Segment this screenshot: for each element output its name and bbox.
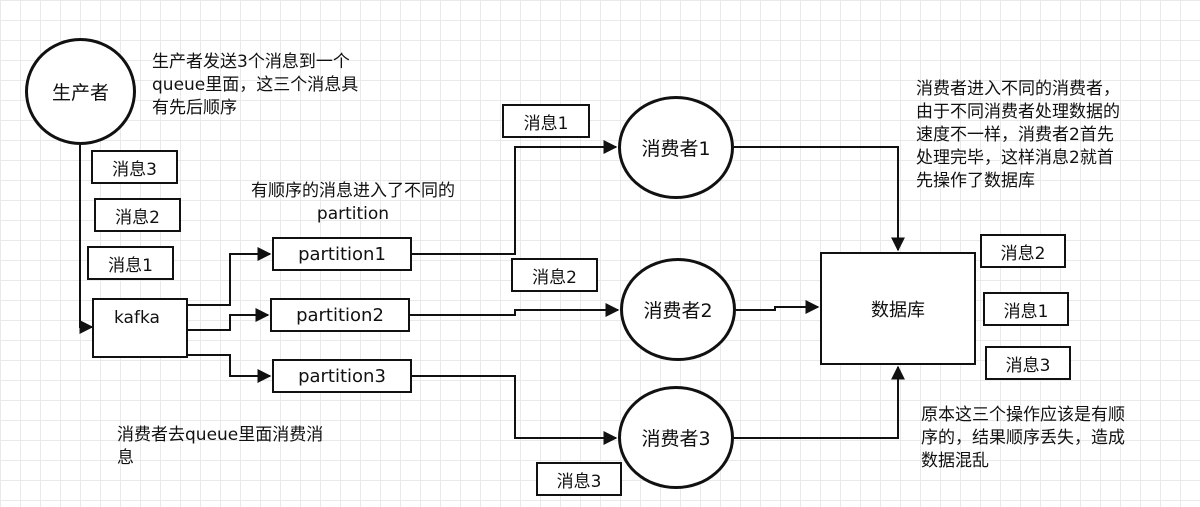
queue-message-2: 消息2: [94, 198, 181, 232]
consumer-note-line-2: 息: [117, 448, 134, 468]
producer-node: 生产者: [25, 38, 136, 145]
consumer2-to-database-arrow: [736, 300, 820, 314]
partition-note: 有顺序的消息进入了不同的 partition: [226, 180, 480, 226]
consumer1-label: 消费者1: [641, 138, 711, 160]
db-message-2-label: 消息2: [1000, 243, 1046, 264]
producer-note-line-1: 生产者发送3个消息到一个: [152, 52, 350, 72]
consumer3-label: 消费者3: [641, 428, 711, 450]
db-message-2: 消息2: [980, 234, 1066, 268]
order-lost-note: 原本这三个操作应该是有顺 序的，结果顺序丢失，造成 数据混乱: [921, 404, 1125, 473]
order-lost-note-line-2: 序的，结果顺序丢失，造成: [921, 428, 1125, 448]
db-message-1-label: 消息1: [1003, 301, 1049, 322]
producer-to-kafka-arrow: [79, 145, 94, 334]
path-message-1: 消息1: [502, 104, 590, 138]
kafka-label: kafka: [114, 308, 160, 328]
consumer1-node: 消费者1: [618, 96, 734, 199]
db-message-3: 消息3: [985, 346, 1071, 380]
order-lost-note-line-1: 原本这三个操作应该是有顺: [921, 405, 1125, 425]
queue-message-3-label: 消息3: [112, 159, 157, 180]
queue-message-1-label: 消息1: [108, 255, 153, 276]
path-message-2-label: 消息2: [532, 267, 577, 288]
consumer1-to-database-arrow: [734, 146, 905, 252]
speed-note-line-1: 消费者进入不同的消费者，: [916, 79, 1120, 99]
order-lost-note-line-3: 数据混乱: [921, 451, 989, 471]
speed-note-line-2: 由于不同消费者处理数据的: [916, 102, 1120, 122]
partition2-to-consumer2-arrow: [410, 303, 620, 317]
speed-note-line-5: 先操作了数据库: [916, 171, 1035, 191]
path-message-1-label: 消息1: [523, 113, 569, 134]
path-message-2: 消息2: [511, 258, 598, 292]
database-label: 数据库: [871, 299, 925, 321]
kafka-to-partition3-arrow: [188, 354, 272, 383]
speed-note: 消费者进入不同的消费者， 由于不同消费者处理数据的 速度不一样，消费者2首先 处…: [916, 78, 1120, 193]
consumer3-to-database-arrow: [734, 365, 905, 439]
partition3-to-consumer3-arrow: [412, 375, 618, 445]
partition1-label: partition1: [298, 243, 386, 265]
kafka-to-partition1-arrow: [188, 247, 272, 306]
producer-note: 生产者发送3个消息到一个 queue里面，这三个消息具 有先后顺序: [152, 51, 358, 120]
producer-label: 生产者: [51, 82, 109, 104]
queue-message-1: 消息1: [87, 246, 174, 280]
database-node: 数据库: [820, 252, 976, 365]
partition1-to-consumer1-arrow: [412, 140, 618, 255]
consumer2-node: 消费者2: [620, 258, 736, 361]
partition-note-line-2: partition: [316, 204, 390, 224]
partition1-node: partition1: [272, 237, 412, 271]
kafka-node: kafka: [92, 298, 188, 358]
partition2-node: partition2: [270, 298, 410, 332]
speed-note-line-4: 处理完毕，这样消息2就首: [916, 148, 1114, 168]
path-message-3-label: 消息3: [556, 471, 602, 492]
partition-note-line-1: 有顺序的消息进入了不同的: [251, 181, 455, 201]
queue-message-3: 消息3: [91, 150, 178, 184]
consumer-note: 消费者去queue里面消费消 息: [117, 424, 323, 470]
consumer3-node: 消费者3: [618, 386, 734, 489]
producer-note-line-2: queue里面，这三个消息具: [152, 75, 359, 95]
queue-message-2-label: 消息2: [115, 207, 160, 228]
consumer-note-line-1: 消费者去queue里面消费消: [117, 425, 324, 445]
path-message-3: 消息3: [536, 462, 622, 496]
partition3-node: partition3: [272, 359, 412, 393]
kafka-to-partition2-arrow: [188, 308, 270, 331]
partition2-label: partition2: [296, 304, 384, 326]
producer-note-line-3: 有先后顺序: [152, 98, 237, 118]
speed-note-line-3: 速度不一样，消费者2首先: [916, 125, 1114, 145]
db-message-3-label: 消息3: [1005, 355, 1051, 376]
consumer2-label: 消费者2: [643, 300, 713, 322]
partition3-label: partition3: [298, 365, 386, 387]
db-message-1: 消息1: [983, 292, 1069, 326]
